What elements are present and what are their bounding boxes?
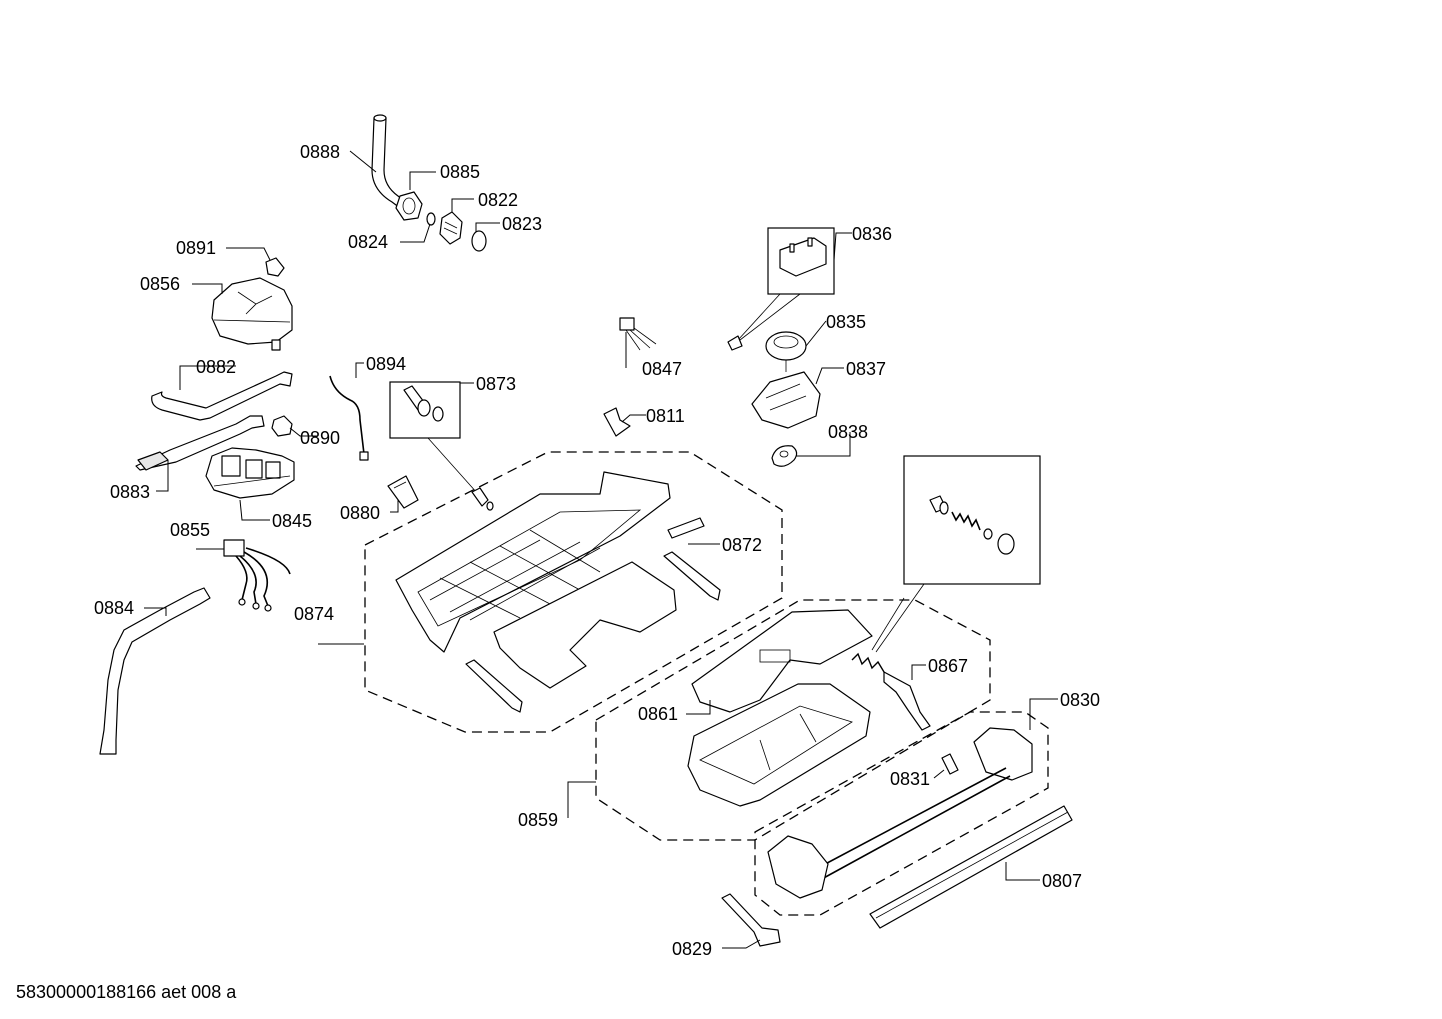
strip-0872-part [667, 517, 705, 539]
latch-0880-part [387, 475, 419, 509]
lever-0829-part [721, 893, 781, 947]
part-labels: 0888 0885 0822 0823 0824 0891 0856 0882 … [94, 142, 1100, 959]
part-label-0822[interactable]: 0822 [478, 190, 518, 210]
assembly-group-0830-outline [754, 711, 1049, 916]
door-lock-0830-part [767, 727, 1033, 899]
part-label-0888[interactable]: 0888 [300, 142, 340, 162]
connector-0847-part [619, 317, 657, 351]
wire-harness-0855-part [223, 539, 291, 612]
rod-upper-part [663, 551, 721, 601]
part-label-0830[interactable]: 0830 [1060, 690, 1100, 710]
washer-0824-part [426, 212, 436, 226]
knob-0838-part [771, 445, 798, 467]
part-label-0807[interactable]: 0807 [1042, 871, 1082, 891]
part-label-0855[interactable]: 0855 [170, 520, 210, 540]
clip-0890-part [271, 415, 293, 437]
part-label-0894[interactable]: 0894 [366, 354, 406, 374]
nozzle-small-part [471, 487, 494, 511]
fitting-0822-part [439, 211, 463, 245]
grid-tray-0874-part [395, 471, 671, 653]
clip-0891-part [265, 257, 285, 277]
part-label-0838[interactable]: 0838 [828, 422, 868, 442]
switch-small-part [727, 335, 743, 351]
hose-0882-part [151, 371, 293, 421]
spring-small-part [851, 652, 931, 731]
spring-assembly-0867-part [929, 495, 1015, 555]
part-label-0874[interactable]: 0874 [294, 604, 334, 624]
part-label-0845[interactable]: 0845 [272, 511, 312, 531]
cable-0894-part [329, 375, 369, 461]
pipe-0888-part [371, 114, 407, 209]
part-label-0873[interactable]: 0873 [476, 374, 516, 394]
sensor-0831-part [941, 753, 959, 775]
assembly-group-0874-outline [364, 451, 783, 733]
rail-0807-part [869, 805, 1073, 929]
ring-0823-part [471, 230, 487, 252]
inner-tray-part [493, 561, 677, 689]
part-label-0883[interactable]: 0883 [110, 482, 150, 502]
part-label-0856[interactable]: 0856 [140, 274, 180, 294]
nozzle-0873-part [403, 385, 444, 422]
water-tray-part [687, 683, 871, 807]
part-label-0890[interactable]: 0890 [300, 428, 340, 448]
hose-0883-part [135, 415, 265, 471]
part-label-0867[interactable]: 0867 [928, 656, 968, 676]
pipe-0884-part [99, 587, 211, 755]
switch-0836-part [779, 237, 827, 277]
part-label-0880[interactable]: 0880 [340, 503, 380, 523]
part-label-0859[interactable]: 0859 [518, 810, 558, 830]
bracket-0811-part [603, 407, 631, 437]
part-label-0831[interactable]: 0831 [890, 769, 930, 789]
part-label-0882[interactable]: 0882 [196, 357, 236, 377]
actuator-0837-part [751, 371, 821, 429]
part-label-0829[interactable]: 0829 [672, 939, 712, 959]
part-label-0847[interactable]: 0847 [642, 359, 682, 379]
part-label-0835[interactable]: 0835 [826, 312, 866, 332]
part-label-0824[interactable]: 0824 [348, 232, 388, 252]
nut-0885-part [395, 191, 423, 221]
lid-0861-part [691, 609, 873, 713]
assembly-group-0859-outline [595, 599, 991, 841]
part-label-0823[interactable]: 0823 [502, 214, 542, 234]
part-label-0811[interactable]: 0811 [646, 406, 685, 426]
part-label-0872[interactable]: 0872 [722, 535, 762, 555]
leader-lines [144, 150, 1058, 949]
motor-0835-part [765, 331, 807, 372]
pump-housing-0856-part [211, 277, 293, 351]
valve-block-0845-part [205, 447, 295, 499]
document-id: 58300000188166 aet 008 a [16, 982, 237, 1002]
detail-box-0867 [903, 455, 1041, 585]
rod-lower-part [465, 659, 523, 713]
part-label-0837[interactable]: 0837 [846, 359, 886, 379]
part-label-0861[interactable]: 0861 [638, 704, 678, 724]
part-label-0885[interactable]: 0885 [440, 162, 480, 182]
part-label-0836[interactable]: 0836 [852, 224, 892, 244]
part-label-0891[interactable]: 0891 [176, 238, 216, 258]
part-label-0884[interactable]: 0884 [94, 598, 134, 618]
